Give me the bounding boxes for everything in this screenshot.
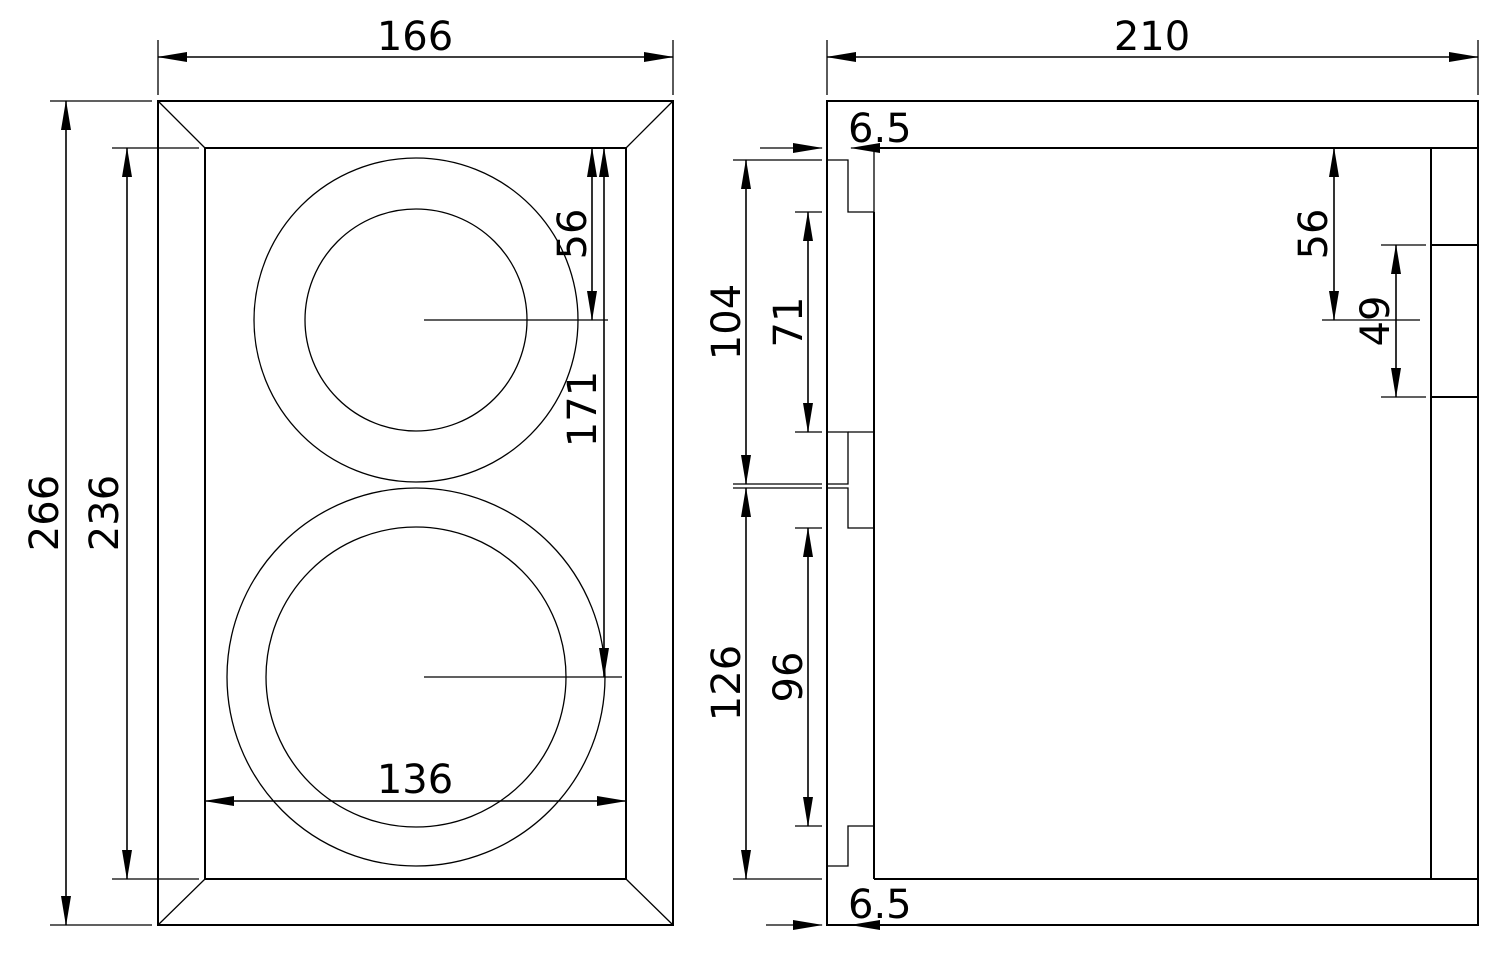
baffle-top-step (827, 148, 875, 213)
baffle-mid-step-b (827, 487, 874, 529)
dim-top-offset: 56 (1291, 209, 1337, 260)
dim-rear-port: 49 (1353, 296, 1399, 347)
dim-upper-cutout-inner: 71 (766, 297, 812, 348)
dim-width-inner: 136 (377, 757, 453, 803)
dim-lower-cutout-span: 126 (704, 645, 750, 721)
side-view: 210 6.5 6.5 104 71 126 96 56 (704, 14, 1479, 930)
dim-depth: 210 (1114, 14, 1190, 60)
baffle-mid-step-a (827, 431, 849, 485)
front-outer-frame (157, 100, 674, 926)
dim-baffle-top: 6.5 (848, 106, 912, 152)
side-outer-frame (826, 100, 1479, 926)
dim-baffle-bottom: 6.5 (848, 882, 912, 928)
dim-lower-cutout-inner: 96 (766, 652, 812, 703)
miter-top-left (157, 100, 206, 149)
miter-top-right (625, 100, 674, 149)
miter-bottom-left (157, 878, 206, 926)
baffle-bottom-step (827, 825, 874, 867)
dim-height-outer: 266 (22, 475, 68, 551)
dim-tweeter-offset: 56 (550, 209, 596, 260)
dim-woofer-spacing: 171 (560, 371, 606, 447)
dim-width-outer: 166 (377, 14, 453, 60)
front-inner-baffle (204, 147, 627, 880)
miter-bottom-right (625, 878, 674, 926)
front-view: 166 266 236 136 56 171 (22, 14, 674, 926)
dim-height-inner: 236 (82, 475, 128, 551)
dim-upper-cutout-span: 104 (704, 284, 750, 360)
